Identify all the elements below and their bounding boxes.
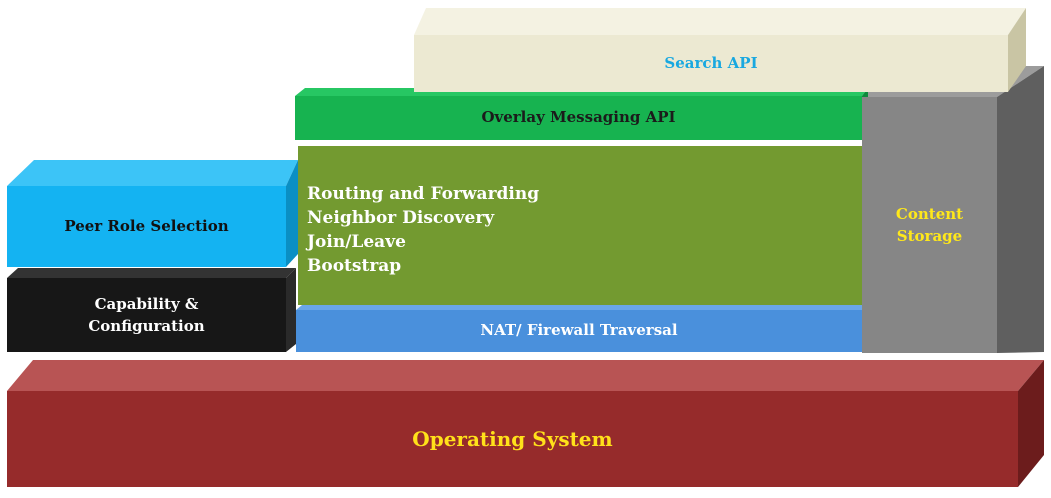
bootstrap-label: Bootstrap	[307, 256, 402, 276]
capability-label-line1: Capability &	[94, 295, 199, 313]
search-api-label: Search API	[664, 53, 758, 72]
cap-top-face	[7, 268, 296, 278]
neighbor-discovery-label: Neighbor Discovery	[307, 208, 495, 228]
os-top-face	[7, 360, 1044, 391]
search-side-face	[1008, 8, 1026, 92]
operating-system-block: Operating System	[7, 391, 1018, 487]
content-storage-label-line2: Storage	[896, 227, 963, 245]
search-top-face	[414, 8, 1026, 35]
operating-system-label: Operating System	[412, 427, 613, 451]
overlay-messaging-api-block: Overlay Messaging API	[295, 96, 862, 140]
nat-firewall-label: NAT/ Firewall Traversal	[480, 321, 678, 340]
peer-role-selection-label: Peer Role Selection	[64, 216, 229, 235]
peer-top-face	[7, 160, 298, 186]
capability-configuration-block: Capability & Configuration	[7, 278, 286, 352]
peer-role-selection-block: Peer Role Selection	[7, 186, 286, 267]
os-side-face	[1018, 360, 1044, 487]
overlay-messaging-api-label: Overlay Messaging API	[481, 108, 676, 127]
search-api-block: Search API	[414, 35, 1008, 92]
nat-top-face	[296, 305, 866, 310]
content-storage-label-line1: Content	[895, 205, 964, 223]
routing-block: Routing and Forwarding Neighbor Discover…	[298, 146, 862, 305]
content-storage-block: Content Storage	[862, 97, 997, 353]
peer-side-face	[286, 160, 298, 267]
nat-firewall-block: NAT/ Firewall Traversal	[296, 310, 862, 352]
join-leave-label: Join/Leave	[307, 232, 406, 252]
cap-side-face	[286, 268, 296, 352]
content-side-face	[997, 66, 1044, 353]
routing-forwarding-label: Routing and Forwarding	[307, 184, 540, 204]
capability-label-line2: Configuration	[88, 317, 205, 335]
